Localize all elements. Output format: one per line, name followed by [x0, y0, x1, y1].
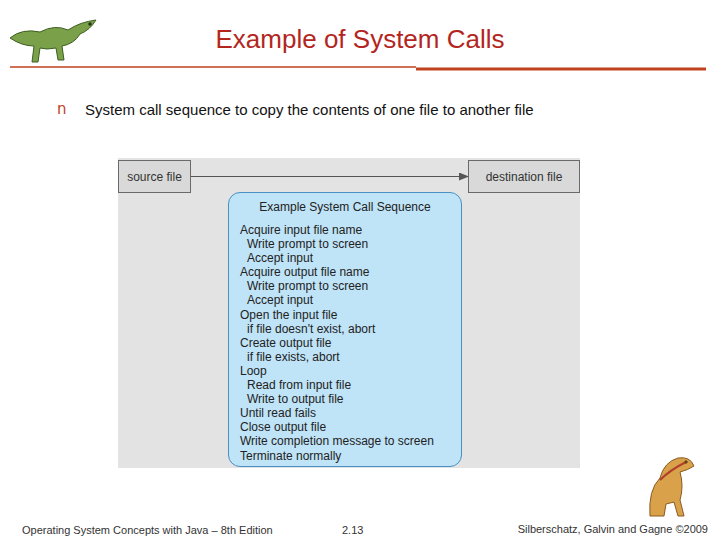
step-text: Write prompt to screen: [240, 279, 461, 293]
step-text: Acquire input file name: [240, 223, 461, 237]
file-box: source file: [118, 160, 191, 193]
step-text: Accept input: [240, 293, 461, 307]
step-text: Write to output file: [240, 392, 461, 406]
box-label: destination file: [486, 170, 563, 184]
step-text: Write completion message to screen: [240, 434, 461, 448]
step-text: Open the input file: [240, 308, 461, 322]
step-text: Accept input: [240, 251, 461, 265]
box-label: source file: [127, 170, 182, 184]
step-text: Until read fails: [240, 406, 461, 420]
step-text: Loop: [240, 364, 461, 378]
step-text: Write prompt to screen: [240, 237, 461, 251]
step-text: Read from input file: [240, 378, 461, 392]
step-text: if file doesn't exist, abort: [240, 322, 461, 336]
footer-text: Operating System Concepts with Java – 8t…: [22, 524, 273, 536]
slide-title: Example of System Calls: [0, 24, 720, 55]
title-rule: [416, 68, 706, 71]
page-number: 2.13: [342, 524, 363, 536]
step-text: Terminate normally: [240, 449, 461, 463]
step-text: Acquire output file name: [240, 265, 461, 279]
footer-text: Silberschatz, Galvin and Gagne ©2009: [518, 523, 708, 535]
step-text: Create output file: [240, 336, 461, 350]
title-rule: [10, 66, 416, 68]
figure-panel: [118, 158, 580, 468]
sequence-box: Example System Call SequenceAcquire inpu…: [228, 192, 462, 467]
bullet-mark: n: [57, 100, 67, 118]
box-heading: Example System Call Sequence: [229, 199, 461, 215]
flow-arrow: [191, 176, 468, 177]
dinosaur-illustration: [650, 458, 694, 516]
bullet-text: System call sequence to copy the content…: [85, 101, 534, 118]
step-text: Close output file: [240, 420, 461, 434]
dinosaur-illustration: [10, 20, 96, 62]
step-text: if file exists, abort: [240, 350, 461, 364]
file-box: destination file: [468, 160, 580, 193]
